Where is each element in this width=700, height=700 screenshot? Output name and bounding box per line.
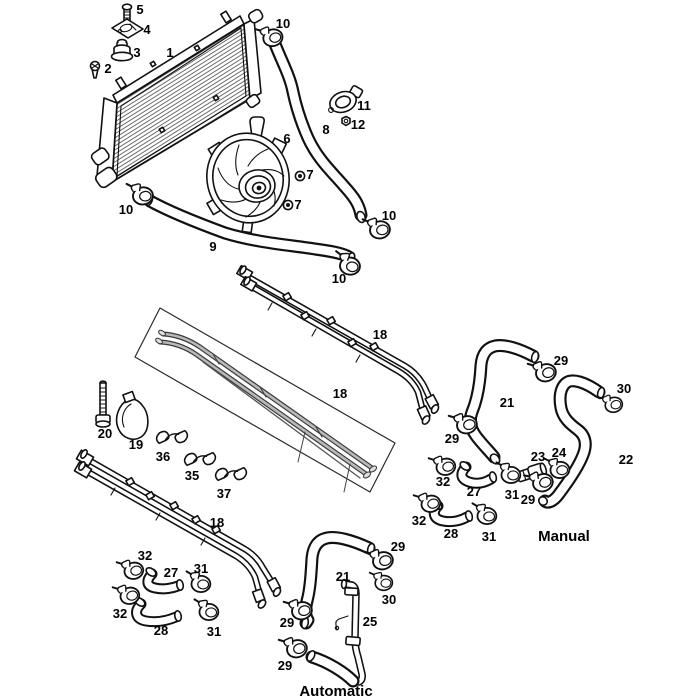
fan-bolts (282, 170, 306, 211)
hose-group-bottom-left (111, 555, 220, 628)
spring-clip-36 (154, 425, 190, 449)
callout-12: 12 (351, 117, 365, 132)
callout-31b: 31 (482, 529, 496, 544)
pipe-box-outline (134, 307, 396, 493)
metal-pipe-25 (334, 578, 366, 686)
callout-29c: 29 (521, 492, 535, 507)
callout-4: 4 (143, 22, 151, 37)
callout-6: 6 (283, 131, 290, 146)
callout-28b: 28 (154, 623, 168, 638)
callout-2: 2 (104, 61, 111, 76)
automatic-hose-group (277, 531, 396, 688)
cable-tie-19 (115, 390, 149, 440)
callout-29d: 29 (391, 539, 405, 554)
mounting-bolt-20 (95, 380, 111, 428)
clamp-29-auto-bottom (277, 632, 310, 662)
callout-3: 3 (133, 45, 140, 60)
callout-18c: 18 (210, 515, 224, 530)
radiator (90, 8, 264, 189)
callout-30b: 30 (382, 592, 396, 607)
callout-25: 25 (363, 614, 377, 629)
callout-31c: 31 (194, 561, 208, 576)
callout-19: 19 (129, 437, 143, 452)
spring-clip-35 (182, 447, 218, 471)
callout-32d: 32 (113, 606, 127, 621)
callout-37: 37 (217, 486, 231, 501)
callout-18b: 18 (333, 386, 347, 401)
callout-36: 36 (156, 449, 170, 464)
top-hose-8 (268, 37, 368, 224)
callout-28a: 28 (444, 526, 458, 541)
heater-pipes-grey (155, 329, 378, 493)
callout-7b: 7 (294, 197, 301, 212)
callout-10a: 10 (276, 16, 290, 31)
callout-29e: 29 (280, 615, 294, 630)
callout-32b: 32 (412, 513, 426, 528)
callout-20: 20 (98, 426, 112, 441)
spring-clip-37 (213, 462, 249, 486)
callout-31a: 31 (505, 487, 519, 502)
clamp-31-b (193, 598, 220, 622)
callout-1: 1 (166, 45, 173, 60)
callout-27a: 27 (467, 484, 481, 499)
screw-2 (89, 60, 101, 79)
manual-hose-group (412, 339, 625, 528)
callout-8: 8 (322, 122, 329, 137)
bolt-7-lower (282, 199, 294, 211)
callout-10b: 10 (119, 202, 133, 217)
callout-21a: 21 (500, 395, 514, 410)
callout-21b: 21 (336, 569, 350, 584)
callout-22: 22 (619, 452, 633, 467)
callout-10d: 10 (332, 271, 346, 286)
callout-29b: 29 (445, 431, 459, 446)
heater-pipes-upper (236, 264, 440, 425)
callout-30a: 30 (617, 381, 631, 396)
clamp-30-auto (368, 569, 394, 593)
callout-18a: 18 (373, 327, 387, 342)
callout-32a: 32 (436, 474, 450, 489)
callout-31d: 31 (207, 624, 221, 639)
cooling-fan (206, 116, 290, 234)
mount-plate-4 (111, 18, 144, 39)
nut-12 (341, 115, 351, 127)
callout-29f: 29 (278, 658, 292, 673)
callout-9: 9 (209, 239, 216, 254)
callout-7a: 7 (306, 167, 313, 182)
section-label-automatic: Automatic (299, 683, 372, 700)
callout-32c: 32 (138, 548, 152, 563)
clamp-31-manual-b (471, 502, 498, 526)
callout-24: 24 (552, 445, 567, 460)
bolt-7-upper (294, 170, 306, 182)
callout-23: 23 (531, 449, 545, 464)
callout-29a: 29 (554, 353, 568, 368)
rubber-mount-3 (110, 38, 134, 62)
callout-35: 35 (185, 468, 199, 483)
heater-pipes-lower (73, 449, 282, 609)
clamp-31-manual-a (495, 461, 522, 485)
callout-5: 5 (136, 2, 143, 17)
callout-labels: 5 4 3 2 1 10 11 12 8 6 7 7 10 10 9 10 18… (98, 2, 633, 700)
radiator-mount-parts (89, 3, 144, 79)
callout-11: 11 (357, 98, 371, 113)
callout-10c: 10 (382, 208, 396, 223)
thermostat-outlet-11 (328, 84, 364, 114)
section-label-manual: Manual (538, 528, 590, 545)
callout-27b: 27 (164, 565, 178, 580)
